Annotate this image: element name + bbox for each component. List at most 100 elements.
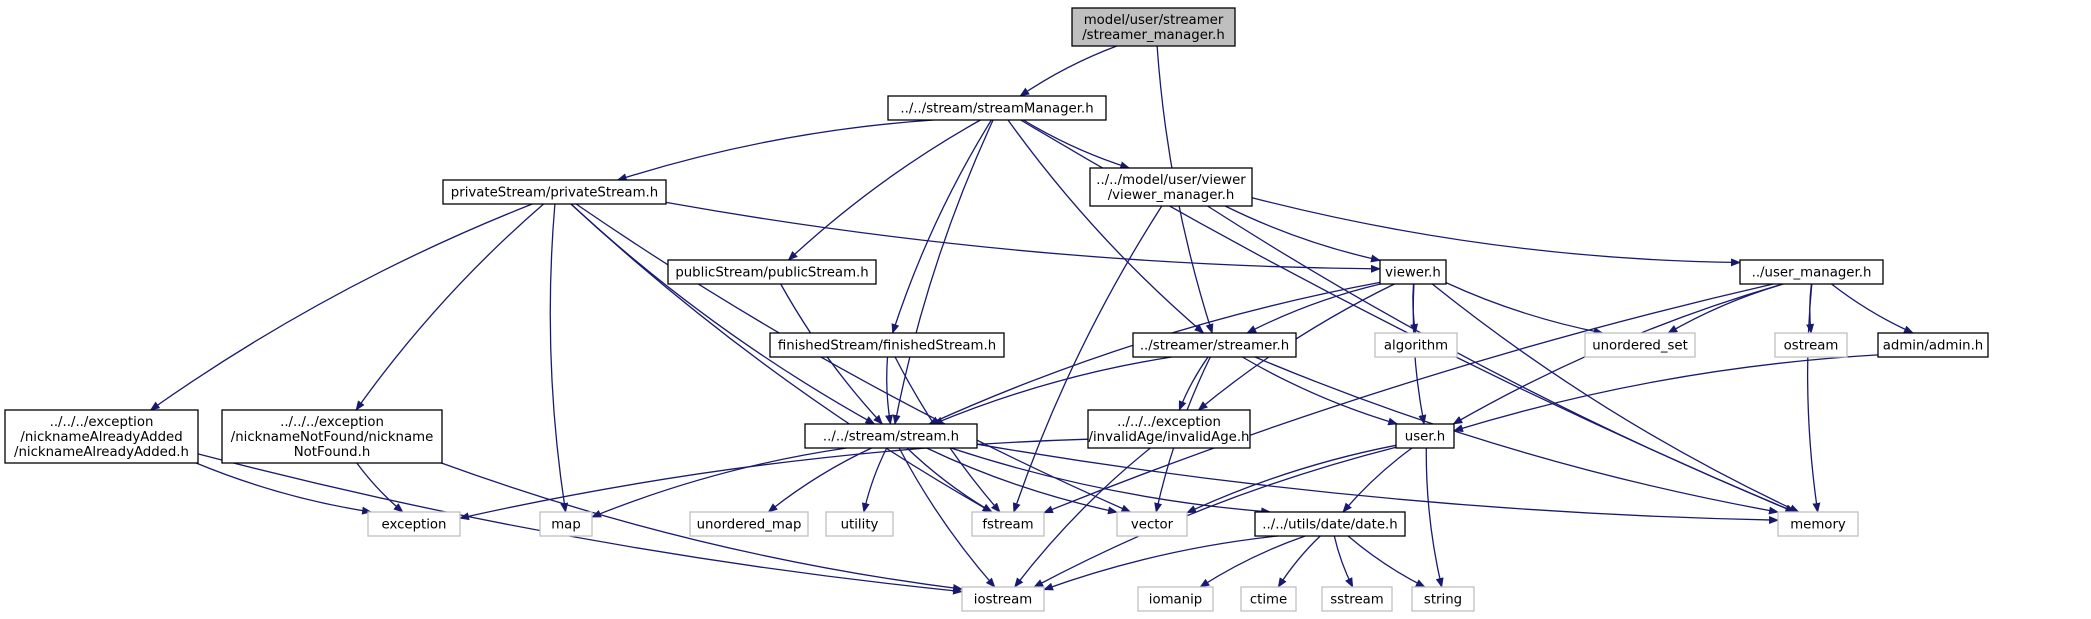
node-userManager[interactable]: ../user_manager.h	[1739, 259, 1884, 285]
node-viewer[interactable]: viewer.h	[1379, 259, 1447, 285]
node-finishedStream[interactable]: finishedStream/finishedStream.h	[769, 332, 1005, 358]
node-label-root-1: /streamer_manager.h	[1082, 28, 1225, 43]
edge-streamManager-to-viewerManager	[1023, 119, 1131, 170]
node-label-fstream-0: fstream	[982, 518, 1033, 533]
node-label-string-0: string	[1424, 593, 1462, 608]
node-nickAdded[interactable]: ../../../exception/nicknameAlreadyAdded/…	[4, 409, 199, 464]
node-label-nickAdded-0: ../../../exception	[50, 415, 154, 430]
node-label-invalidAge-0: ../../../exception	[1117, 415, 1221, 430]
node-label-nickNotFound-0: ../../../exception	[280, 415, 384, 430]
node-label-admin-0: admin/admin.h	[1883, 339, 1983, 354]
node-user[interactable]: user.h	[1395, 423, 1455, 449]
node-label-map-0: map	[551, 518, 581, 533]
node-label-exception-0: exception	[382, 518, 447, 533]
edge-date-to-iomanip	[1199, 535, 1306, 588]
node-label-root-0: model/user/streamer	[1084, 13, 1224, 28]
node-streamManager[interactable]: ../../stream/streamManager.h	[887, 95, 1107, 121]
node-label-viewerManager-0: ../../model/user/viewer	[1096, 173, 1246, 188]
node-label-stream-0: ../../stream/stream.h	[823, 430, 959, 445]
node-unordered_set: unordered_set	[1584, 332, 1696, 358]
node-iostream: iostream	[961, 586, 1045, 612]
node-date[interactable]: ../../utils/date/date.h	[1254, 511, 1406, 537]
edge-root-to-streamManager	[1019, 45, 1118, 97]
edge-streamer-to-user	[1241, 356, 1399, 426]
node-box-exception	[367, 511, 461, 537]
node-box-publicStream	[667, 259, 877, 285]
edge-invalidAge-to-exception	[459, 438, 1089, 521]
node-label-unordered_map-0: unordered_map	[697, 518, 802, 533]
node-admin[interactable]: admin/admin.h	[1877, 332, 1989, 358]
node-box-memory	[1777, 511, 1859, 537]
edge-privateStream-to-map	[549, 203, 569, 513]
edge-date-to-sstream	[1333, 535, 1354, 588]
node-privateStream[interactable]: privateStream/privateStream.h	[442, 179, 667, 205]
edge-streamer-to-invalidAge	[1178, 356, 1209, 411]
edge-streamer-to-stream	[932, 356, 1172, 425]
node-box-vector	[1116, 511, 1188, 537]
edge-viewer-to-memory	[1431, 283, 1800, 513]
edge-finishedStream-to-stream	[885, 356, 893, 425]
node-unordered_map: unordered_map	[689, 511, 809, 537]
node-box-string	[1411, 586, 1475, 612]
node-nickNotFound[interactable]: ../../../exception/nicknameNotFound/nick…	[221, 409, 443, 464]
node-box-nickAdded	[4, 409, 199, 464]
node-box-ctime	[1240, 586, 1297, 612]
node-map: map	[539, 511, 593, 537]
edges-layer	[149, 45, 1914, 595]
edge-privateStream-to-vector	[575, 203, 1132, 513]
node-label-unordered_set-0: unordered_set	[1592, 339, 1688, 354]
node-label-privateStream-0: privateStream/privateStream.h	[451, 186, 658, 201]
edge-stream-to-map	[591, 447, 847, 518]
node-label-sstream-0: sstream	[1330, 593, 1384, 608]
node-box-userManager	[1739, 259, 1884, 285]
edge-userManager-to-unordered_set	[1667, 283, 1784, 334]
node-label-invalidAge-1: /invalidAge/invalidAge.h	[1089, 430, 1250, 445]
edge-streamManager-to-finishedStream	[891, 119, 992, 334]
edge-privateStream-to-stream	[570, 203, 876, 425]
node-streamer[interactable]: ../streamer/streamer.h	[1132, 332, 1297, 358]
edge-nickAdded-to-exception	[195, 462, 373, 515]
edge-viewerManager-to-memory	[1207, 205, 1796, 513]
node-label-vector-0: vector	[1131, 518, 1174, 533]
node-box-stream	[804, 423, 978, 449]
node-label-user-0: user.h	[1405, 430, 1445, 445]
node-root[interactable]: model/user/streamer/streamer_manager.h	[1071, 7, 1236, 47]
node-publicStream[interactable]: publicStream/publicStream.h	[667, 259, 877, 285]
node-box-viewer	[1379, 259, 1447, 285]
edge-streamManager-to-privateStream	[616, 119, 934, 182]
edge-viewerManager-to-userManager	[1251, 197, 1741, 267]
edge-viewerManager-to-fstream	[1012, 205, 1163, 513]
node-label-iostream-0: iostream	[974, 593, 1032, 608]
node-box-viewerManager	[1089, 167, 1253, 207]
nodes-layer: model/user/streamer/streamer_manager.h..…	[4, 7, 1989, 612]
node-box-user	[1395, 423, 1455, 449]
node-box-invalidAge	[1087, 409, 1251, 449]
edge-stream-to-iostream	[898, 447, 996, 588]
node-memory: memory	[1777, 511, 1859, 537]
node-box-finishedStream	[769, 332, 1005, 358]
edge-streamer-to-memory	[1254, 356, 1779, 515]
edge-stream-to-fstream	[906, 447, 993, 513]
node-viewerManager[interactable]: ../../model/user/viewer/viewer_manager.h	[1089, 167, 1253, 207]
node-box-unordered_map	[689, 511, 809, 537]
node-stream[interactable]: ../../stream/stream.h	[804, 423, 978, 449]
node-label-utility-0: utility	[841, 518, 879, 533]
edge-viewerManager-to-viewer	[1224, 205, 1381, 263]
node-invalidAge[interactable]: ../../../exception/invalidAge/invalidAge…	[1087, 409, 1251, 449]
node-string: string	[1411, 586, 1475, 612]
node-algorithm: algorithm	[1374, 332, 1458, 358]
node-box-iomanip	[1137, 586, 1214, 612]
node-box-unordered_set	[1584, 332, 1696, 358]
edge-stream-to-vector	[926, 447, 1118, 515]
node-label-viewerManager-1: /viewer_manager.h	[1108, 188, 1235, 203]
node-box-algorithm	[1374, 332, 1458, 358]
edge-date-to-iostream	[1043, 535, 1278, 591]
node-utility: utility	[825, 511, 894, 537]
node-label-viewer-0: viewer.h	[1385, 266, 1441, 281]
node-box-iostream	[961, 586, 1045, 612]
node-box-streamer	[1132, 332, 1297, 358]
edge-nickAdded-to-iostream	[197, 453, 963, 595]
node-box-root	[1071, 7, 1236, 47]
edge-date-to-ctime	[1277, 535, 1321, 588]
node-box-fstream	[971, 511, 1045, 537]
